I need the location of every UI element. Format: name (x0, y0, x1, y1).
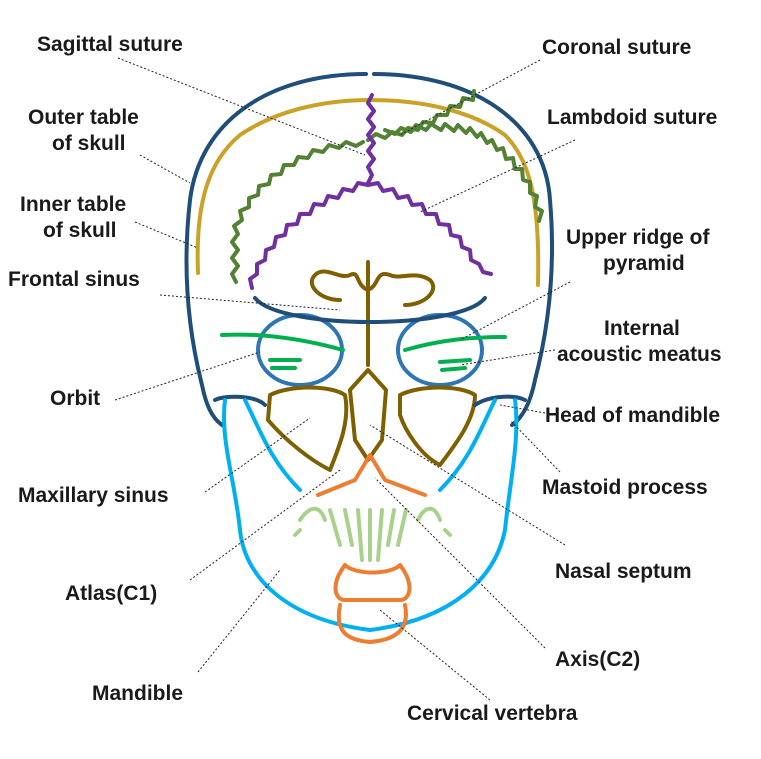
leader-maxillary-sinus (204, 417, 311, 493)
leader-upper-ridge (459, 281, 571, 341)
leader-mandible (197, 569, 281, 673)
label-mandible: Mandible (92, 682, 183, 705)
label-outer-table-2: of skull (52, 132, 126, 155)
leader-outer-table (139, 154, 191, 184)
label-head-of-mandible: Head of mandible (545, 404, 720, 427)
label-nasal-septum: Nasal septum (555, 560, 692, 583)
leader-internal-acoustic (459, 349, 556, 366)
leader-inner-table (134, 221, 199, 249)
leader-sagittal (117, 57, 366, 156)
sphenoid-arc (253, 296, 487, 324)
label-axis: Axis(C2) (555, 648, 640, 671)
leader-mastoid (509, 419, 561, 473)
head-of-mandible (213, 394, 527, 407)
label-internal-acoustic-2: acoustic meatus (557, 343, 722, 366)
label-orbit: Orbit (50, 387, 100, 410)
leader-axis (374, 477, 546, 649)
leader-orbit (114, 351, 261, 401)
label-upper-ridge-2: pyramid (603, 252, 685, 275)
label-frontal-sinus: Frontal sinus (8, 268, 140, 291)
coronal-suture-right (383, 122, 544, 223)
mandible (222, 398, 519, 632)
label-lambdoid-suture: Lambdoid suture (547, 106, 717, 129)
label-mastoid-process: Mastoid process (542, 476, 708, 499)
leader-lambdoid (419, 139, 576, 213)
leader-coronal (399, 59, 541, 136)
label-maxillary-sinus: Maxillary sinus (18, 484, 169, 507)
label-outer-table-1: Outer table (28, 106, 139, 129)
label-atlas: Atlas(C1) (65, 582, 157, 605)
orbit-left (256, 313, 344, 387)
lambdoid-suture (248, 93, 493, 290)
teeth (293, 506, 452, 562)
label-upper-ridge-1: Upper ridge of (566, 226, 711, 249)
atlas (316, 453, 427, 497)
label-inner-table-1: Inner table (20, 193, 126, 216)
upper-ridge-of-pyramid-left (220, 332, 345, 370)
label-sagittal-suture: Sagittal suture (37, 33, 183, 56)
mandible-ramus-right (438, 398, 497, 492)
cervical-vertebra (333, 563, 412, 644)
inner-table-of-skull (195, 98, 541, 287)
label-inner-table-2: of skull (43, 219, 117, 242)
leader-cervical (379, 609, 491, 701)
mandible-ramus-left (243, 398, 302, 492)
leader-atlas (189, 469, 341, 581)
label-internal-acoustic-1: Internal (604, 317, 680, 340)
upper-ridge-of-pyramid-right (403, 335, 507, 372)
label-cervical-vertebra: Cervical vertebra (407, 702, 578, 725)
label-coronal-suture: Coronal suture (542, 36, 691, 59)
